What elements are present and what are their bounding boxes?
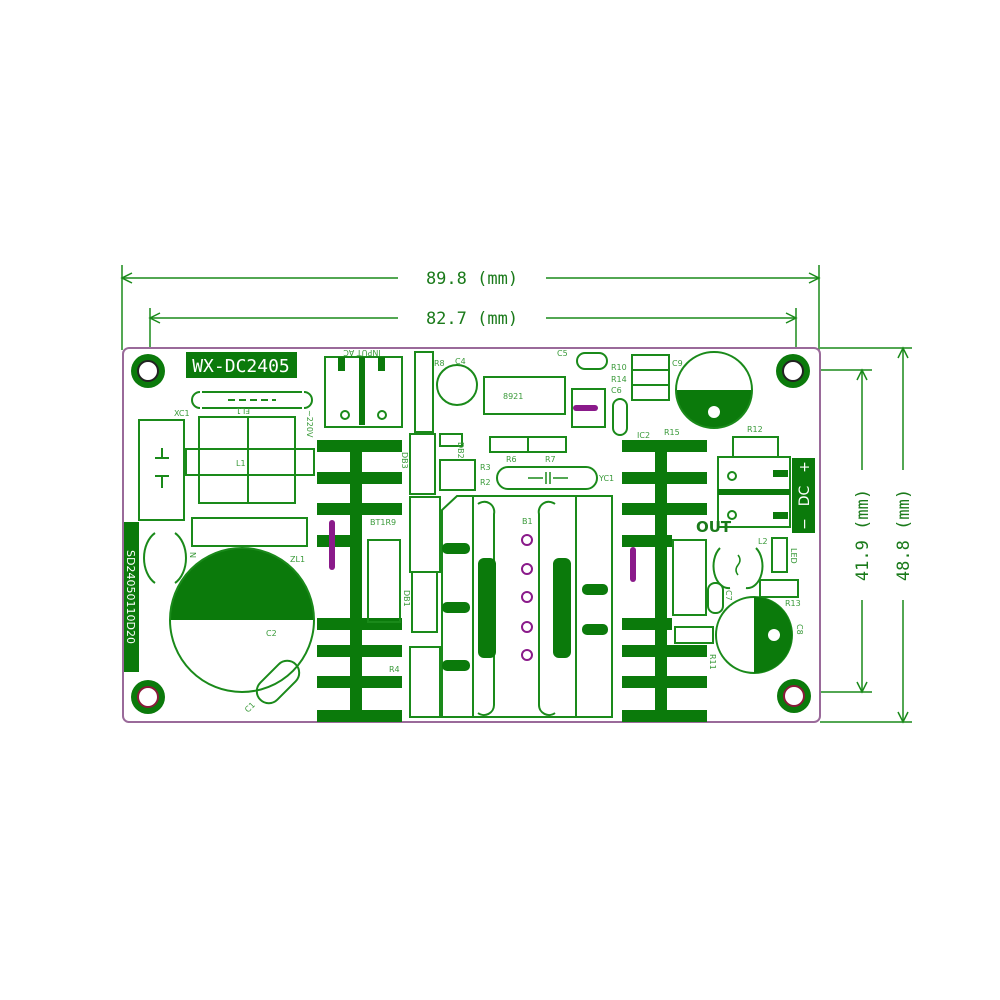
label-n: N (188, 552, 197, 558)
jumper (329, 520, 335, 570)
transformer (441, 495, 613, 718)
heatsink-right (622, 440, 707, 722)
label-r13: R13 (785, 599, 801, 608)
mounting-hole-icon (776, 354, 810, 388)
overall-height-label: 48.8 (mm) (894, 489, 914, 581)
jumper (630, 547, 636, 582)
label-r11: R11 (708, 654, 717, 670)
output-section (674, 436, 815, 674)
label-r3: R3 (480, 463, 491, 472)
label-xc1: XC1 (174, 409, 190, 418)
mounting-hole-icon (131, 680, 165, 714)
label-yc1: YC1 (598, 474, 614, 483)
label-zl1: ZL1 (290, 555, 305, 564)
label-bt1r9: BT1R9 (370, 518, 396, 527)
label-r10: R10 (611, 363, 627, 372)
label-b1: B1 (522, 517, 533, 526)
dimension-overall-height: 48.8 (mm) (820, 346, 914, 724)
label-l1: L1 (236, 459, 246, 468)
silkscreen-labels: INPUT AC ~220V OUT DC + − XC1 FL1 L1 ZL1… (174, 348, 813, 714)
dc-output-badge (792, 458, 815, 533)
dimension-overall-width: 89.8 (mm) (120, 265, 821, 350)
hole-spacing-y-label: 41.9 (mm) (853, 489, 873, 581)
label-r8: R8 (434, 359, 445, 368)
label-c5: C5 (557, 349, 568, 358)
middle-components (367, 351, 753, 718)
input-filter-section (138, 391, 315, 705)
label-led: LED (789, 548, 798, 564)
mounting-hole-icon (777, 679, 811, 713)
label-r7: R7 (545, 455, 556, 464)
overall-width-label: 89.8 (mm) (426, 269, 518, 289)
mounting-hole-icon (131, 354, 165, 388)
heatsink-left (317, 440, 402, 722)
label-ic2: IC2 (637, 431, 650, 440)
dimension-hole-spacing-x: 82.7 (mm) (148, 308, 798, 370)
dc-label: DC (797, 486, 813, 507)
label-c8: C8 (795, 624, 804, 635)
mounting-holes (131, 354, 811, 714)
dc-plus-label: + (797, 461, 813, 473)
dimension-hole-spacing-y: 41.9 (mm) (796, 368, 873, 694)
label-r4: R4 (389, 665, 400, 674)
output-label: OUT (696, 518, 732, 536)
label-ic: 8921 (503, 392, 523, 401)
label-c4: C4 (455, 357, 466, 366)
serial-badge (124, 522, 139, 672)
label-c6: C6 (611, 386, 622, 395)
voltage-label: ~220V (305, 410, 314, 438)
label-db2: DB2 (456, 442, 465, 459)
label-r14: R14 (611, 375, 627, 384)
label-l2: L2 (758, 537, 768, 546)
label-r6: R6 (506, 455, 517, 464)
label-c2: C2 (266, 629, 277, 638)
label-c7: C7 (724, 590, 733, 601)
serial-label: SD24050110D20 (124, 550, 137, 644)
label-db1: DB1 (402, 590, 411, 607)
label-r2: R2 (480, 478, 491, 487)
label-c9: C9 (672, 359, 683, 368)
label-fl1: FL1 (236, 406, 250, 415)
label-r12: R12 (747, 425, 763, 434)
label-db3: DB3 (400, 452, 409, 469)
model-label: WX-DC2405 (192, 356, 290, 377)
model-badge (186, 352, 297, 378)
dc-minus-label: − (797, 518, 813, 530)
input-ac-label: INPUT AC (343, 348, 381, 357)
label-r15: R15 (664, 428, 680, 437)
hole-spacing-x-label: 82.7 (mm) (426, 309, 518, 329)
